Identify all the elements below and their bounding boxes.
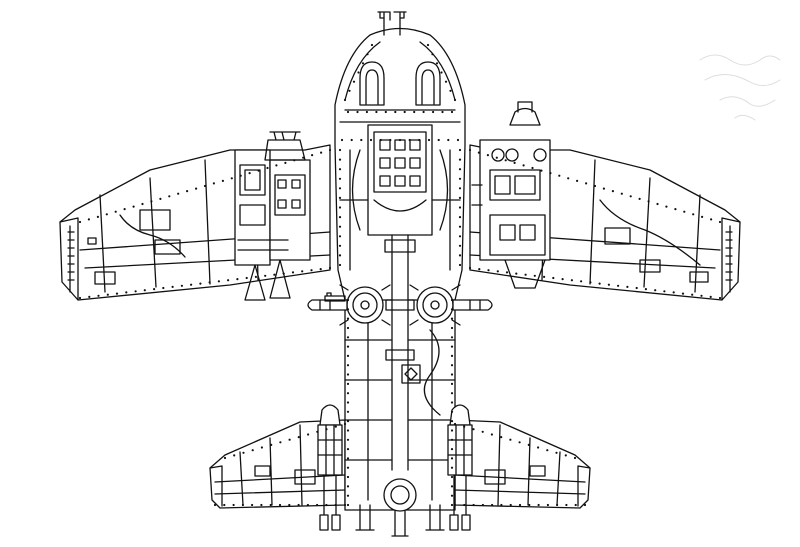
small-gun-mount bbox=[325, 293, 345, 301]
rivet-pattern bbox=[78, 43, 722, 507]
right-engine-pod bbox=[472, 102, 550, 288]
fuselage bbox=[335, 12, 465, 510]
left-engine-pod bbox=[235, 132, 310, 300]
right-lower-wing bbox=[455, 420, 590, 508]
tail-landing-struts bbox=[356, 505, 444, 530]
left-rocket-pod bbox=[318, 405, 342, 530]
right-side-turret bbox=[410, 285, 492, 325]
left-lower-wing bbox=[210, 420, 345, 508]
right-rocket-pod bbox=[448, 405, 472, 530]
left-side-turret bbox=[308, 285, 390, 325]
belly-turret bbox=[384, 479, 416, 536]
faint-watermark bbox=[700, 55, 780, 120]
